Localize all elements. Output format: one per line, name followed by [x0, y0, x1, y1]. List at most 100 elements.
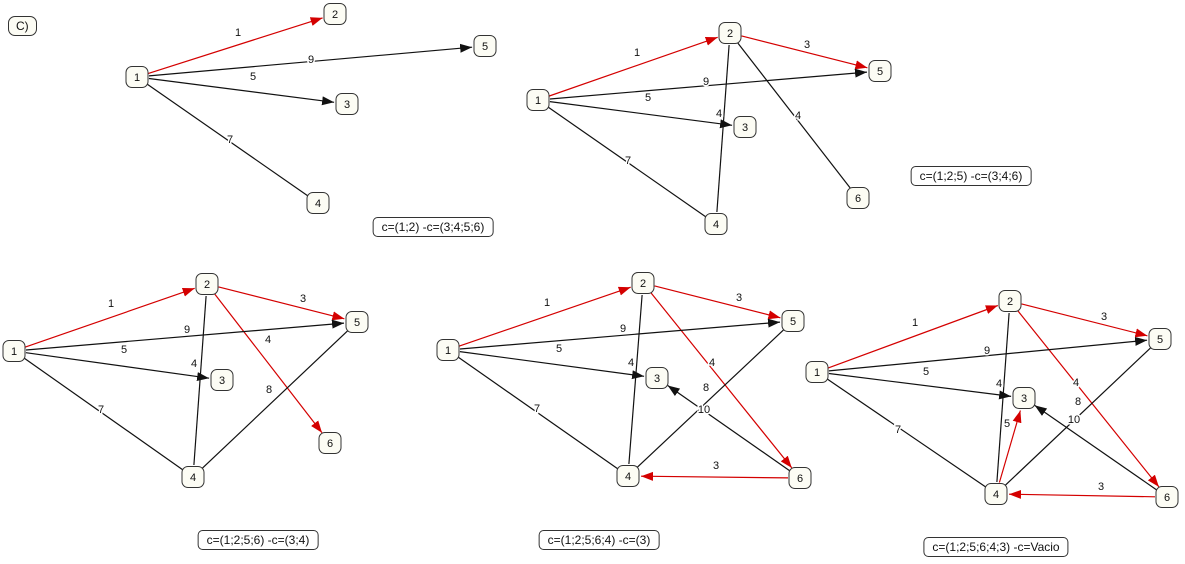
edge-2-4: [628, 294, 643, 465]
edge-weight-1-4: 7: [227, 134, 233, 146]
node-label-3: 3: [742, 122, 748, 134]
edge-6-4: [640, 471, 789, 481]
node-label-4: 4: [190, 472, 196, 484]
edge-1-3: [25, 352, 210, 382]
node-2: [631, 272, 655, 294]
edge-1-4: [457, 356, 619, 470]
caption-step-5: c=(1;2;5;6;4;3) -c=Vacio: [923, 537, 1069, 557]
edge-1-3: [828, 372, 1012, 400]
node-label-5: 5: [877, 66, 883, 78]
edge-1-5: [25, 319, 345, 351]
node-1: [526, 89, 550, 111]
edge-weight-2-5: 3: [300, 293, 306, 305]
node-label-6: 6: [855, 193, 861, 205]
node-5: [781, 310, 805, 332]
node-label-5: 5: [482, 41, 488, 53]
node-label-3: 3: [219, 375, 225, 387]
edge-1-3: [549, 101, 733, 129]
edge-1-5: [459, 318, 781, 350]
node-5: [1148, 328, 1172, 350]
edge-weight-2-6: 4: [709, 357, 715, 369]
node-4: [984, 483, 1008, 505]
edge-1-5: [549, 68, 868, 100]
edge-2-6: [736, 42, 852, 189]
node-label-2: 2: [332, 9, 338, 21]
node-label-4: 4: [315, 198, 321, 210]
edge-weight-1-2: 1: [912, 317, 918, 329]
edge-weight-2-6: 4: [265, 334, 271, 346]
node-label-3: 3: [654, 373, 660, 385]
node-label-1: 1: [814, 367, 820, 379]
edge-2-4: [193, 295, 207, 466]
node-2: [718, 22, 742, 44]
caption-step-3: c=(1;2;5;6) -c=(3;4): [197, 530, 319, 550]
edge-weight-1-3: 5: [923, 366, 929, 378]
edge-weight-1-3: 5: [250, 71, 256, 83]
node-label-2: 2: [727, 28, 733, 40]
edge-weight-1-2: 1: [544, 297, 550, 309]
edge-weight-5-4: 8: [703, 382, 709, 394]
edge-weight-2-6: 4: [795, 110, 801, 122]
section-label: C): [8, 16, 37, 36]
node-3: [645, 367, 669, 389]
edge-weight-5-4: 8: [266, 384, 272, 396]
node-1: [436, 339, 460, 361]
edge-2-5: [218, 286, 345, 321]
node-label-2: 2: [204, 279, 210, 291]
edge-1-3: [459, 351, 645, 380]
edge-1-4: [826, 378, 987, 488]
edge-weight-1-5: 9: [703, 76, 709, 88]
edge-weight-2-4: 4: [191, 358, 197, 370]
edge-weight-2-6: 4: [1073, 377, 1079, 389]
edge-2-6: [1017, 310, 1160, 488]
node-3: [733, 116, 757, 138]
node-label-1: 1: [445, 345, 451, 357]
node-4: [306, 192, 330, 214]
node-5: [345, 311, 369, 333]
edge-2-6: [650, 291, 793, 469]
node-label-4: 4: [713, 219, 719, 231]
caption-step-2: c=(1;2;5) -c=(3;4;6): [910, 166, 1032, 186]
edge-4-3: [998, 410, 1022, 483]
edge-2-5: [741, 35, 868, 70]
node-2: [323, 3, 347, 25]
edge-6-3: [667, 385, 791, 472]
edge-1-4: [547, 106, 707, 218]
edge-weight-2-4: 4: [628, 357, 634, 369]
edge-1-5: [828, 336, 1148, 372]
node-label-2: 2: [1007, 296, 1013, 308]
edge-weight-1-5: 9: [308, 54, 314, 66]
edge-2-4: [996, 312, 1010, 483]
edge-weight-2-5: 3: [804, 39, 810, 51]
edge-weight-1-2: 1: [235, 27, 241, 39]
node-label-5: 5: [354, 317, 360, 329]
node-5: [868, 60, 892, 82]
edge-1-2: [25, 287, 195, 348]
edge-weight-1-4: 7: [98, 404, 104, 416]
node-1: [125, 66, 149, 88]
edge-weight-1-5: 9: [984, 345, 990, 357]
edge-weight-2-4: 4: [996, 378, 1002, 390]
node-6: [318, 432, 342, 454]
edge-1-4: [146, 83, 309, 197]
edge-weight-5-4: 8: [1075, 396, 1081, 408]
edge-6-4: [1008, 489, 1156, 499]
edge-1-2: [549, 36, 718, 97]
node-1: [2, 340, 26, 362]
node-6: [1155, 486, 1179, 508]
edge-1-4: [23, 357, 184, 471]
node-label-1: 1: [535, 95, 541, 107]
edge-weight-6-3: 10: [1068, 414, 1080, 426]
node-1: [805, 361, 829, 383]
edge-weight-6-3: 10: [698, 404, 710, 416]
edge-5-4: [1004, 346, 1152, 487]
edge-weight-2-5: 3: [736, 292, 742, 304]
edge-2-4: [716, 44, 730, 213]
node-label-3: 3: [344, 99, 350, 111]
